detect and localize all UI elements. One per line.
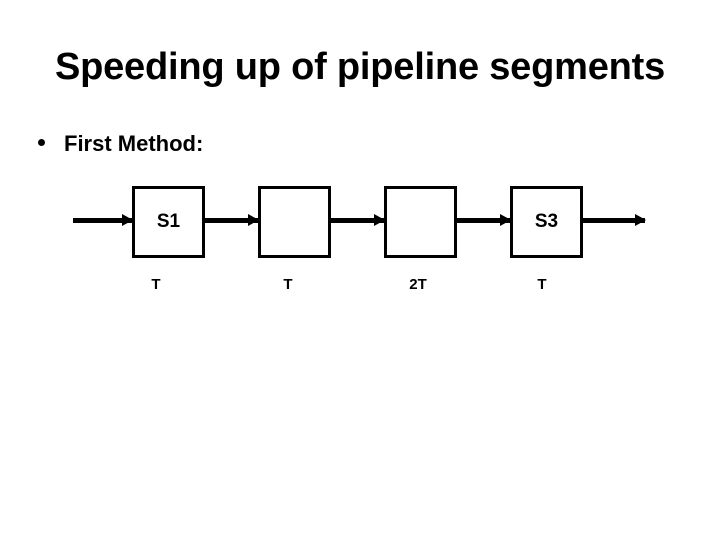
bullet-item-label: First Method: (64, 131, 204, 156)
bullet-item-first-method: First Method: (38, 129, 203, 159)
stage-time-label-2: T (283, 276, 293, 293)
arrow-shaft (73, 218, 132, 223)
arrow-head-icon (122, 214, 133, 226)
pipeline-stage-box-4[interactable]: S3 (510, 186, 583, 258)
stage-time-label-3: 2T (409, 276, 427, 293)
output-arrow (583, 214, 646, 226)
arrow-shaft (583, 218, 645, 223)
page-title: Speeding up of pipeline segments (54, 46, 666, 88)
arrow-head-icon (635, 214, 646, 226)
pipeline-stage-box-2[interactable] (258, 186, 331, 258)
input-arrow (73, 214, 133, 226)
stage-time-label-4: T (537, 276, 547, 293)
pipeline-stage-box-4-label: S3 (534, 211, 559, 232)
connector-arrow-3 (457, 214, 511, 226)
arrow-head-icon (500, 214, 511, 226)
arrow-shaft (331, 218, 384, 223)
arrow-head-icon (374, 214, 385, 226)
stage-time-label-1: T (151, 276, 161, 293)
arrow-shaft (205, 218, 258, 223)
arrow-head-icon (248, 214, 259, 226)
pipeline-stage-box-3[interactable] (384, 186, 457, 258)
pipeline-stage-box-1[interactable]: S1 (132, 186, 205, 258)
arrow-shaft (457, 218, 510, 223)
bullet-dot-icon (38, 139, 45, 146)
pipeline-stage-box-1-label: S1 (156, 211, 181, 232)
connector-arrow-2 (331, 214, 385, 226)
pipeline-segment-diagram: S1 S3 (0, 180, 720, 310)
connector-arrow-1 (205, 214, 259, 226)
